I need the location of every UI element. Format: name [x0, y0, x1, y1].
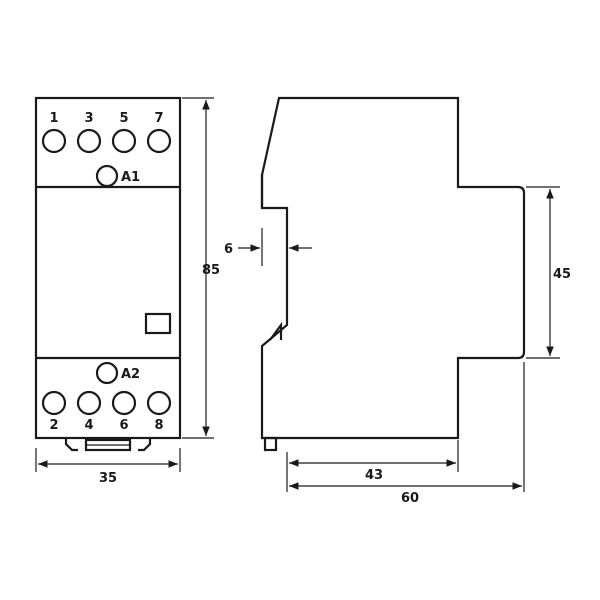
- total-depth-label: 60: [401, 491, 419, 506]
- terminal-7-screw: [146, 128, 172, 154]
- front-depth-dimension: 43: [286, 440, 459, 492]
- terminal-label-3: 3: [84, 111, 93, 126]
- rail-step-dimension: 6: [224, 228, 312, 266]
- height-dimension-label: 85: [202, 263, 220, 278]
- coil-a1-screw: [95, 164, 119, 188]
- top-terminals: 1 3 5 7: [41, 111, 172, 154]
- coil-a2-screw: [95, 361, 119, 385]
- width-dimension-label: 35: [99, 471, 117, 486]
- terminal-label-7: 7: [154, 111, 163, 126]
- height-dimension: 85: [182, 97, 220, 439]
- terminal-6-screw: [111, 390, 137, 416]
- front-view: 1 3 5 7 A1 A2 2 4 6 8: [34, 96, 182, 452]
- terminal-label-2: 2: [49, 418, 58, 433]
- side-foot: [263, 436, 278, 452]
- terminal-label-6: 6: [119, 418, 128, 433]
- width-dimension: 35: [35, 448, 181, 486]
- front-housing: [34, 96, 182, 440]
- side-housing-outline: [260, 96, 526, 440]
- total-depth-dimension: 60: [289, 362, 525, 506]
- terminal-4-screw: [76, 390, 102, 416]
- din-clip: [64, 438, 152, 452]
- terminal-label-5: 5: [119, 111, 128, 126]
- coil-a1-label: A1: [121, 170, 140, 185]
- terminal-3-screw: [76, 128, 102, 154]
- rail-step-label: 6: [224, 242, 233, 257]
- terminal-2-screw: [41, 390, 67, 416]
- status-indicator-window: [144, 312, 172, 335]
- terminal-label-1: 1: [49, 111, 58, 126]
- terminal-label-8: 8: [154, 418, 163, 433]
- front-height-label: 45: [553, 267, 571, 282]
- front-depth-label: 43: [365, 468, 383, 483]
- side-latch: [269, 321, 283, 341]
- terminal-8-screw: [146, 390, 172, 416]
- terminal-label-4: 4: [84, 418, 93, 433]
- side-view: [260, 96, 526, 452]
- bottom-terminals: 2 4 6 8: [41, 390, 172, 433]
- terminal-1-screw: [41, 128, 67, 154]
- coil-a2-label: A2: [121, 367, 140, 382]
- terminal-5-screw: [111, 128, 137, 154]
- front-height-dimension: 45: [526, 186, 571, 359]
